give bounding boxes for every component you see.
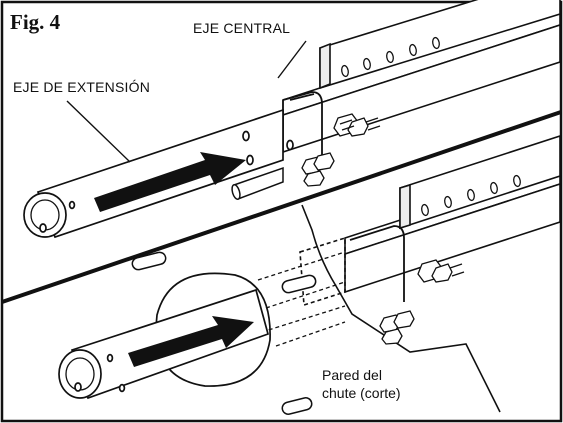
label-chute-wall: Pared del chute (corte)	[322, 366, 401, 402]
figure-number: Fig. 4	[10, 10, 61, 34]
label-extension-shaft: EJE DE EXTENSIÓN	[13, 79, 151, 95]
chute-wall-edge	[301, 204, 501, 413]
wall-slots	[131, 251, 317, 415]
top-panel	[23, 0, 561, 239]
bottom-panel	[58, 134, 561, 415]
angle-bar-bottom	[399, 134, 561, 230]
label-chute-wall-line2: chute (corte)	[322, 385, 401, 401]
nut-cluster-top	[301, 113, 381, 187]
panel-divider	[1, 110, 562, 304]
nut-cluster-bottom	[379, 259, 465, 345]
label-chute-wall-line1: Pared del	[322, 367, 382, 383]
hidden-rods	[257, 251, 346, 347]
u-bolt-bottom	[349, 225, 405, 302]
insert-arrow-bottom	[128, 316, 254, 367]
leader-eje-extension	[66, 100, 131, 163]
label-central-shaft: EJE CENTRAL	[193, 20, 291, 36]
insert-arrow-top	[94, 152, 246, 212]
angle-bar-holes	[341, 36, 440, 78]
u-bolt-top	[282, 91, 323, 160]
leader-eje-central	[277, 40, 307, 79]
angle-bar-top	[319, 0, 561, 90]
